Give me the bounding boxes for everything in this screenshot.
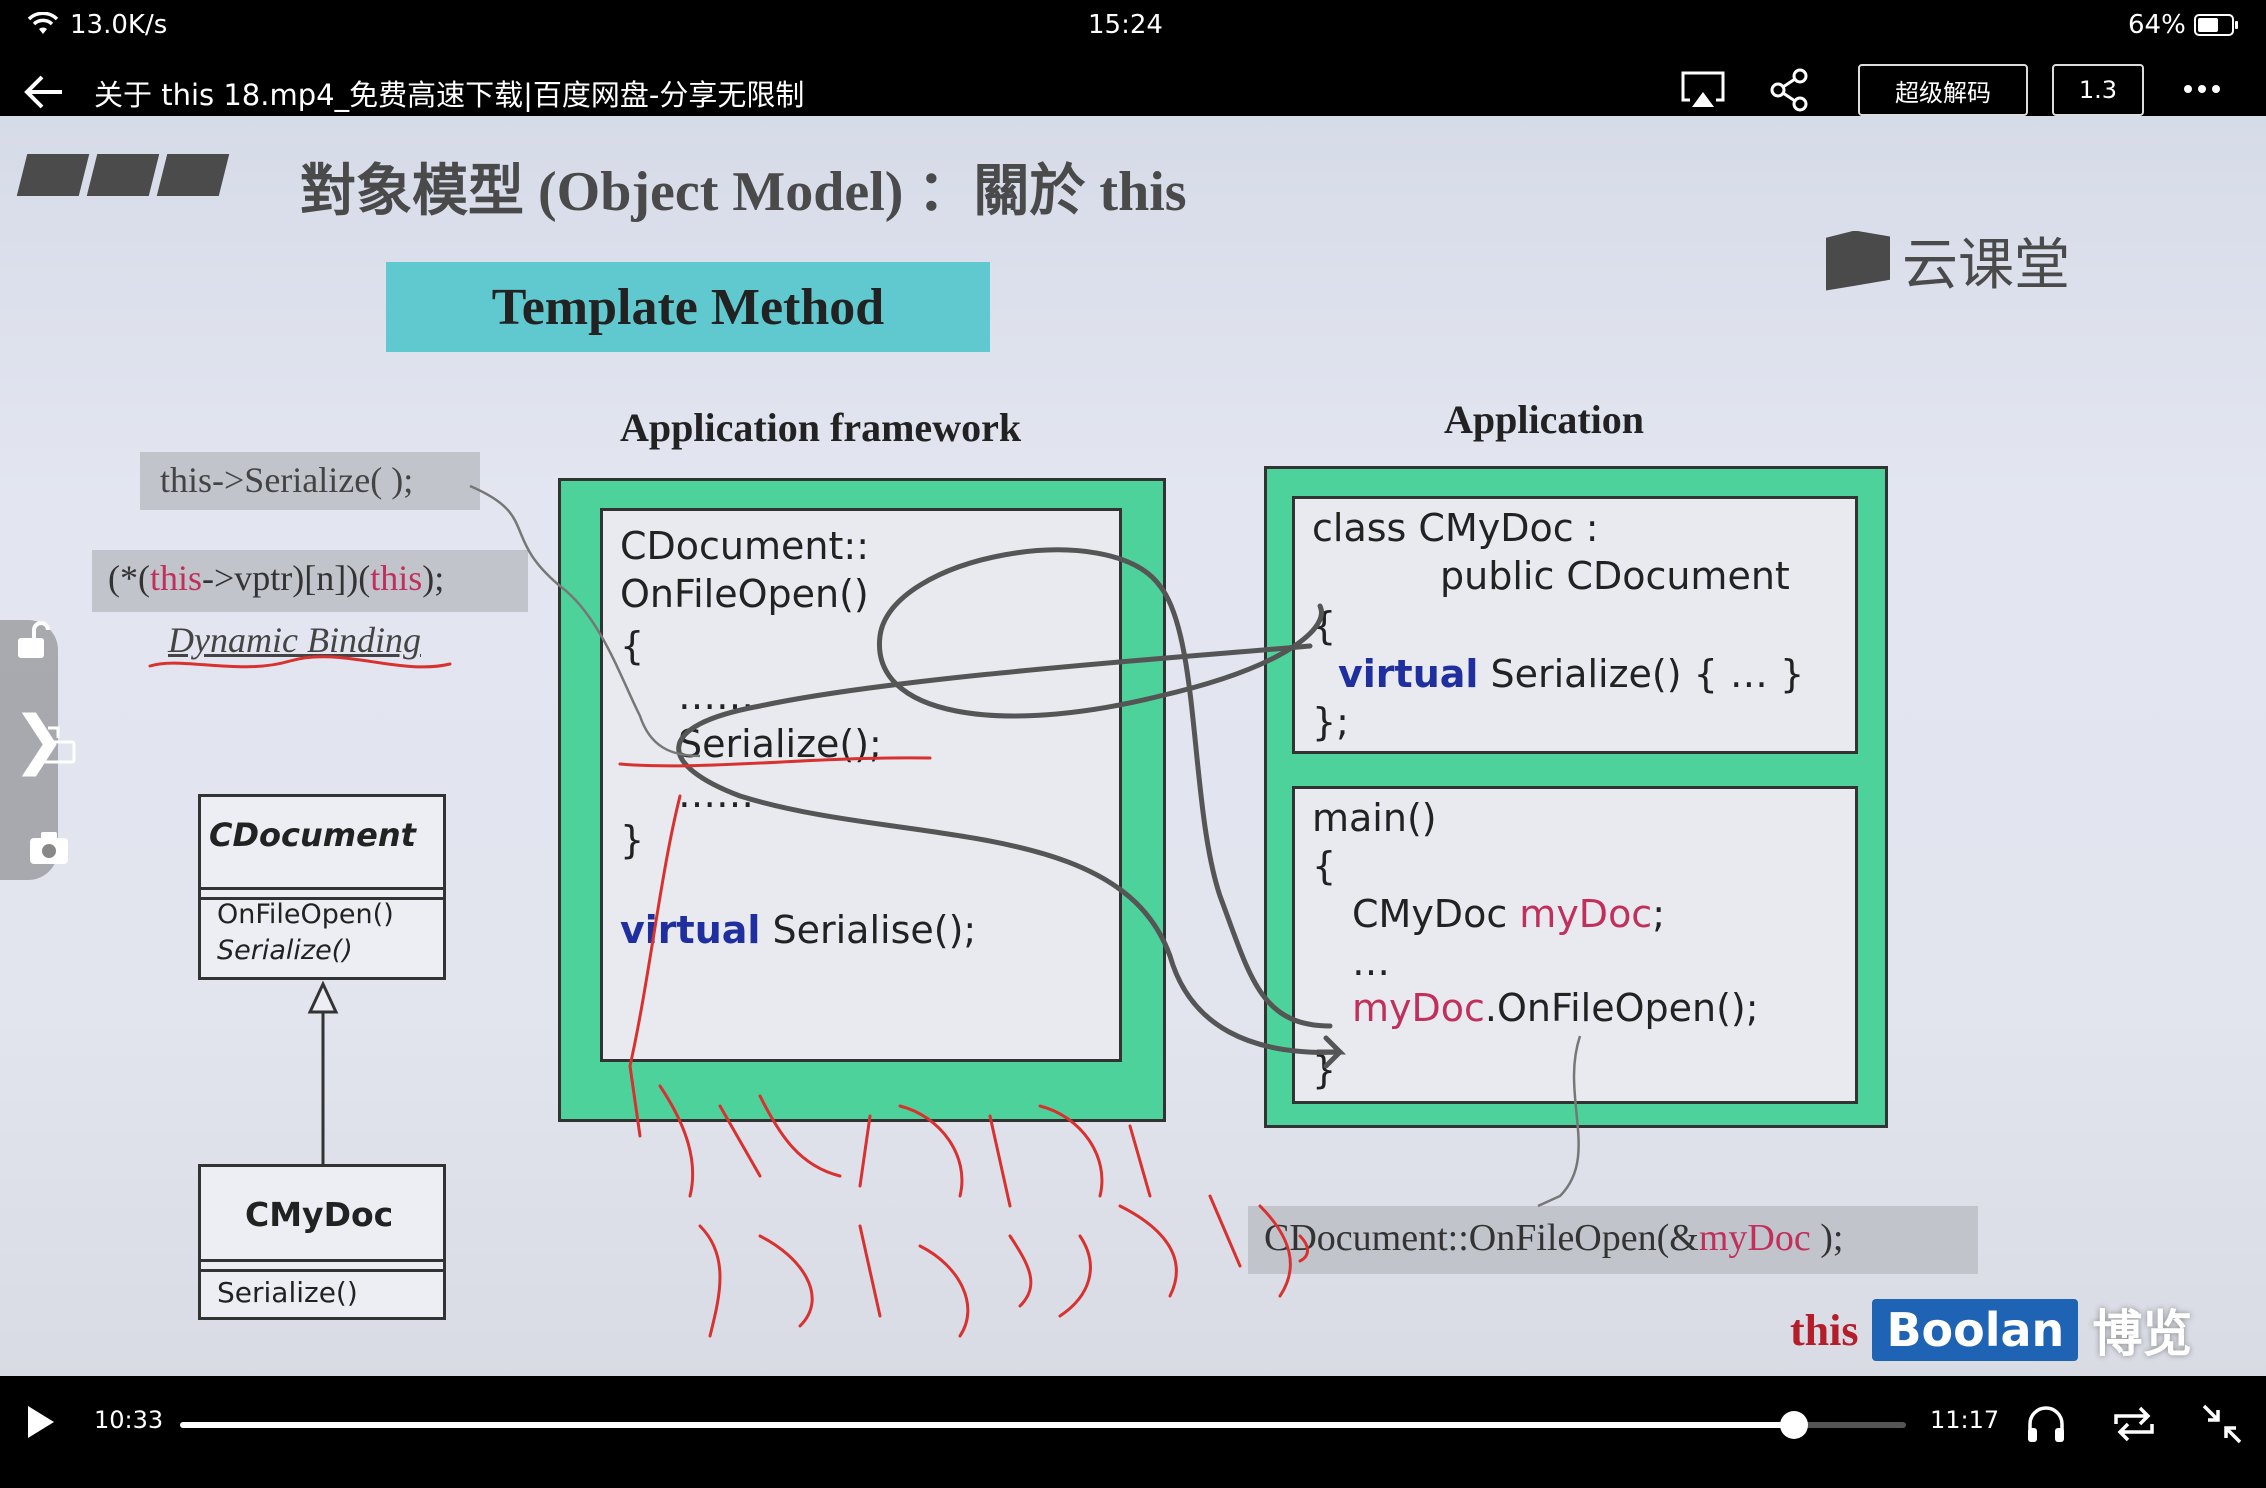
current-time: 10:33 [94, 1406, 164, 1434]
fw-code-line-3: { [620, 624, 645, 668]
uml-cdocument-name: CDocument [209, 816, 416, 854]
super-decode-button[interactable]: 超级解码 [1858, 64, 2028, 116]
vptr-call-text: (*(this->vptr)[n])(this); [108, 558, 445, 598]
application-header: Application [1444, 397, 1645, 442]
side-toolbar: ❯ [0, 620, 76, 880]
screen-rotate-icon[interactable] [40, 724, 80, 766]
network-speed: 13.0K/s [70, 10, 168, 40]
seek-knob[interactable] [1779, 1411, 1808, 1439]
bottom-call-highlight [1248, 1206, 1978, 1274]
fw-code-line-1: CDocument:: [620, 524, 870, 568]
battery-icon [2194, 14, 2238, 36]
video-frame[interactable]: 對象模型 (Object Model) ：關於 this 云课堂 Templat… [0, 116, 2266, 1384]
main-dots-line: … [1352, 940, 1390, 984]
play-icon[interactable] [28, 1406, 54, 1438]
uml-inheritance-arrow [307, 980, 339, 1170]
thin-pointer-lines [469, 484, 1582, 1208]
fw-code-line-7: } [620, 818, 645, 862]
dynamic-binding-label: Dynamic Binding [168, 620, 421, 660]
uml-method-onfileopen: OnFileOpen() [217, 899, 394, 930]
main-close-line: } [1312, 1048, 1337, 1092]
vptr-call-highlight [92, 550, 528, 612]
uml-cmydoc-name: CMyDoc [245, 1195, 394, 1234]
more-options-icon[interactable] [2184, 78, 2226, 97]
status-bar: 13.0K/s 15:24 64% [0, 0, 2266, 52]
bottom-call-text: CDocument::OnFileOpen(&myDoc ); [1264, 1217, 1844, 1259]
exit-fullscreen-icon[interactable] [2200, 1402, 2244, 1446]
main-decl-line: CMyDoc myDoc; [1352, 892, 1666, 936]
boolan-watermark: this Boolan 博览 [1790, 1294, 2192, 1366]
main-line-2: { [1312, 844, 1337, 888]
loop-icon[interactable] [2110, 1402, 2158, 1446]
slide-title: 對象模型 (Object Model) ：關於 this [300, 161, 1187, 223]
template-method-banner: Template Method [386, 262, 990, 352]
uml-cdocument-box: CDocument OnFileOpen() Serialize() [198, 794, 446, 980]
framework-header: Application framework [620, 405, 1022, 450]
app-class-line-2: public CDocument [1440, 554, 1790, 598]
duration: 11:17 [1930, 1406, 2000, 1434]
this-call-text: this->Serialize( ); [160, 460, 414, 500]
unlock-icon[interactable] [16, 620, 52, 660]
main-call-line: myDoc.OnFileOpen(); [1352, 986, 1759, 1030]
book-logo-icon [1826, 230, 1890, 291]
airplay-icon[interactable] [1680, 70, 1726, 110]
camera-icon[interactable] [28, 830, 70, 866]
app-virtual-line: virtual Serialize() { … } [1338, 652, 1805, 696]
playback-speed-button[interactable]: 1.3 [2052, 64, 2144, 116]
main-line-1: main() [1312, 796, 1437, 840]
class-code-box [1292, 496, 1858, 754]
fw-virtual-line: virtual Serialise(); [620, 908, 977, 952]
fw-code-line-2: OnFileOpen() [620, 572, 869, 616]
this-call-highlight [140, 452, 480, 510]
uml-cmydoc-box: CMyDoc Serialize() [198, 1164, 446, 1320]
wifi-icon [27, 12, 59, 34]
player-controls: 10:33 11:17 [0, 1376, 2266, 1488]
yunketang-logo: 云课堂 [1826, 220, 2070, 301]
back-arrow-icon[interactable] [22, 72, 66, 112]
headphones-icon[interactable] [2024, 1402, 2068, 1446]
uml-method-serialize: Serialize() [217, 935, 353, 966]
share-icon[interactable] [1768, 68, 1812, 112]
app-class-line-5: }; [1312, 700, 1349, 744]
flow-annotations [148, 484, 1582, 1338]
app-class-line-1: class CMyDoc : [1312, 506, 1599, 550]
framework-code-box [600, 508, 1122, 1062]
seek-bar[interactable] [180, 1411, 1906, 1439]
seek-bar-progress [180, 1422, 1794, 1428]
video-title: 关于 this 18.mp4_免费高速下载|百度网盘-分享无限制 [94, 78, 805, 112]
control-flow-arrows [676, 547, 1347, 1069]
clock: 15:24 [1088, 10, 1163, 40]
handwritten-annotations [148, 655, 1309, 1338]
battery-percent: 64% [2128, 10, 2186, 40]
uml-cmydoc-serialize: Serialize() [217, 1276, 358, 1309]
